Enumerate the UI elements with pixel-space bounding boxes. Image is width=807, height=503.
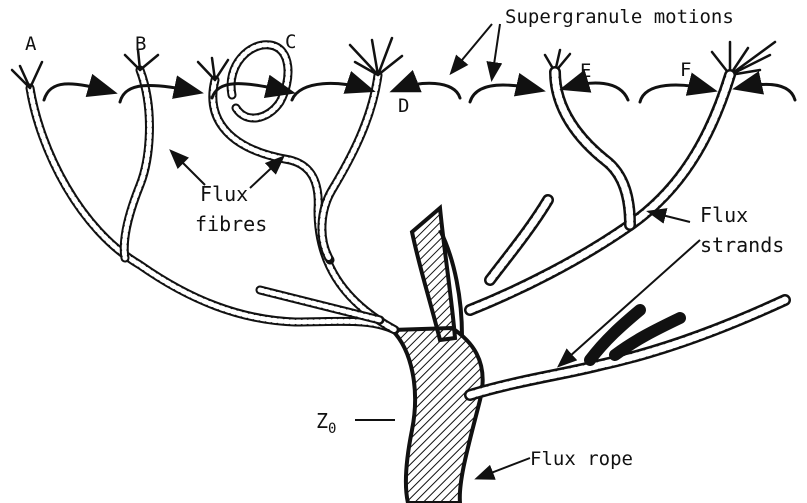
label-b: B [135, 33, 146, 55]
motion-arrow-4 [292, 83, 370, 100]
label-z0-sub: 0 [328, 421, 336, 437]
pointer-fibres-2 [250, 158, 282, 188]
label-supergranule-motions: Supergranule motions [505, 6, 734, 28]
pointer-fibres-1 [172, 152, 205, 185]
label-flux-rope: Flux rope [530, 448, 633, 470]
pointer-strands-1 [650, 212, 690, 222]
pointer-supergranule-2 [492, 24, 500, 78]
label-flux-strands-2: strands [700, 233, 784, 257]
strand-e [555, 72, 630, 225]
supergranule-arrows [44, 83, 795, 102]
flux-rope [392, 328, 483, 503]
label-flux-fibres-2: fibres [195, 212, 267, 236]
fibre-d [322, 75, 378, 260]
motion-arrow-9 [738, 84, 795, 100]
label-e: E [580, 60, 591, 82]
fibre-a [30, 88, 395, 330]
motion-arrow-1 [44, 84, 112, 100]
pointer-supergranule-1 [452, 24, 492, 72]
label-d: D [398, 95, 409, 117]
label-flux-fibres-1: Flux [200, 182, 248, 206]
label-z0: Z0 [316, 409, 336, 437]
strand-main-right [470, 75, 730, 310]
motion-arrow-6 [470, 85, 540, 102]
motion-arrow-8 [640, 85, 712, 102]
label-flux-strands-1: Flux [700, 203, 748, 227]
label-c: C [285, 31, 296, 53]
motion-arrow-2 [120, 85, 198, 102]
label-a: A [25, 33, 37, 55]
label-f: F [680, 59, 691, 81]
central-stub [412, 208, 462, 340]
fibre-b [124, 70, 149, 258]
fibre-tufts [12, 38, 775, 88]
label-z0-main: Z [316, 409, 328, 433]
motion-arrow-7 [565, 83, 628, 100]
strand-side-up [490, 200, 548, 280]
pointer-flux-rope [478, 458, 530, 478]
